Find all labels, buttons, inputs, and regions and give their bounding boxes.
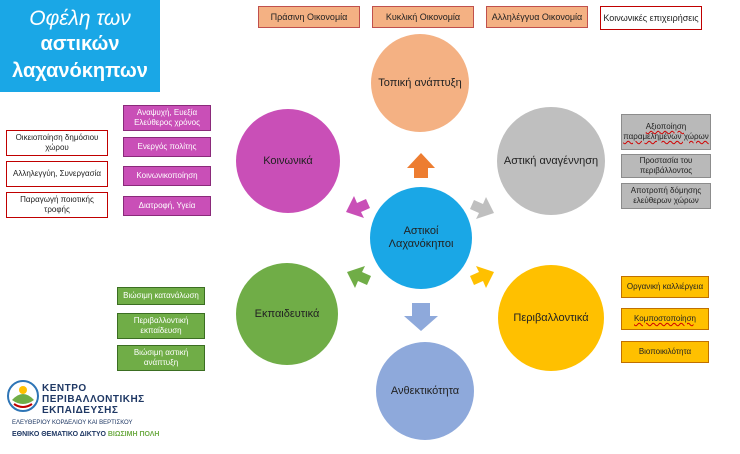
network-label: ΕΘΝΙΚΟ ΘΕΜΑΤΙΚΟ ΔΙΚΤΥΟ ΒΙΩΣΙΜΗ ΠΟΛΗ bbox=[12, 431, 192, 438]
social-box-nutrition-health: Διατροφή, Υγεία bbox=[123, 196, 211, 216]
title-line-1: Οφέλη των bbox=[29, 7, 131, 30]
title-line-2: αστικών bbox=[40, 33, 120, 55]
edu-box-environmental-education: Περιβαλλοντική εκπαίδευση bbox=[117, 313, 205, 339]
urban-box-environment-protection: Προστασία του περιβάλλοντος bbox=[621, 154, 711, 178]
arrow-down-icon bbox=[404, 303, 438, 331]
circle-urban-regeneration: Αστική αναγέννηση bbox=[497, 107, 605, 215]
social-red-box-public-space: Οικειοποίηση δημόσιου χώρου bbox=[6, 130, 108, 156]
environmental-center-logo-icon bbox=[7, 380, 39, 412]
title-block: Οφέλη των αστικών λαχανόκηπων bbox=[0, 0, 160, 92]
circle-resilience: Ανθεκτικότητα bbox=[376, 342, 474, 440]
arrow-up-right-icon bbox=[470, 197, 494, 219]
social-box-socialization: Κοινωνικοποίηση bbox=[123, 166, 211, 186]
social-box-leisure: Αναψυχή, Ευεξία Ελεύθερος χρόνος bbox=[123, 105, 211, 131]
tag-circular-economy: Κυκλική Οικονομία bbox=[372, 6, 474, 28]
circle-environmental: Περιβαλλοντικά bbox=[498, 265, 604, 371]
circle-educational: Εκπαιδευτικά bbox=[236, 263, 338, 365]
urban-box-neglected-spaces: Αξιοποίηση παραμελημένων χώρων bbox=[621, 114, 711, 150]
arrow-down-right-icon bbox=[470, 266, 494, 288]
env-box-biodiversity: Βιοποικιλότητα bbox=[621, 341, 709, 363]
tag-green-economy: Πράσινη Οικονομία bbox=[258, 6, 360, 28]
env-box-organic-farming: Οργανική καλλιέργεια bbox=[621, 276, 709, 298]
network-highlight: ΒΙΩΣΙΜΗ ΠΟΛΗ bbox=[107, 431, 160, 438]
env-box-composting: Κομποστοποίηση bbox=[621, 308, 709, 330]
arrow-up-left-icon bbox=[346, 196, 370, 218]
social-box-active-citizen: Ενεργός πολίτης bbox=[123, 137, 211, 157]
tag-social-enterprises: Κοινωνικές επιχειρήσεις bbox=[600, 6, 702, 30]
circle-social: Κοινωνικά bbox=[236, 109, 340, 213]
circle-local-development: Τοπική ανάπτυξη bbox=[371, 34, 469, 132]
logo-subtitle: ΕΛΕΥΘΕΡΙΟΥ ΚΟΡΔΕΛΙΟΥ ΚΑΙ ΒΕΡΤΙΣΚΟΥ bbox=[12, 420, 133, 426]
tag-solidarity-economy: Αλληλέγγυα Οικονομία bbox=[486, 6, 588, 28]
network-text: ΕΘΝΙΚΟ ΘΕΜΑΤΙΚΟ ΔΙΚΤΥΟ bbox=[12, 431, 106, 438]
edu-box-sustainable-urban-development: Βιώσιμη αστική ανάπτυξη bbox=[117, 345, 205, 371]
logo-line-3: ΕΚΠΑΙΔΕΥΣΗΣ bbox=[42, 405, 119, 416]
logo-line-2: ΠΕΡΙΒΑΛΛΟΝΤΙΚΗΣ bbox=[42, 394, 145, 405]
logo-text-block: ΚΕΝΤΡΟ ΠΕΡΙΒΑΛΛΟΝΤΙΚΗΣ ΕΚΠΑΙΔΕΥΣΗΣ bbox=[42, 383, 162, 416]
edu-box-sustainable-consumption: Βιώσιμη κατανάλωση bbox=[117, 287, 205, 305]
circle-center-urban-gardens: Αστικοί Λαχανόκηποι bbox=[370, 187, 472, 289]
logo-line-1: ΚΕΝΤΡΟ bbox=[42, 383, 87, 394]
arrow-up-icon bbox=[407, 153, 435, 178]
urban-box-prevent-building: Αποτροπή δόμησης ελεύθερων χώρων bbox=[621, 183, 711, 209]
social-red-box-solidarity: Αλληλεγγύη, Συνεργασία bbox=[6, 161, 108, 187]
arrow-down-left-icon bbox=[347, 266, 371, 288]
title-line-3: λαχανόκηπων bbox=[12, 60, 148, 82]
social-red-box-quality-food: Παραγωγή ποιοτικής τροφής bbox=[6, 192, 108, 218]
